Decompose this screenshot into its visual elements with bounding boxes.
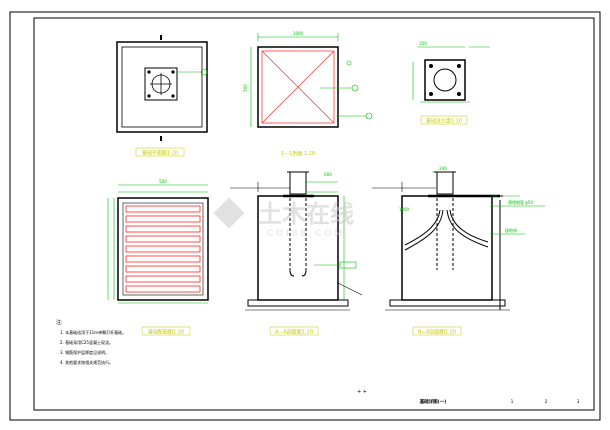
section-bb-note2: 接地线 — [505, 227, 517, 233]
plan-view: 基础平面图1:20 — [116, 35, 208, 157]
title-block-cell-1: 1 — [511, 399, 514, 404]
section-11-width-dim: 1000 — [293, 31, 304, 36]
anchor-plate-caption: 基础法兰盘1:10 — [426, 118, 462, 125]
section-bb-caption-box — [412, 326, 462, 336]
watermark: 土木在线 COI88.COM — [213, 197, 354, 239]
note-item-4: 4. 其他要求按相关规范执行。 — [60, 359, 113, 365]
section-bb-view: 240 预埋钢管 φ50 接地线 1000 B—B剖面图1:20 — [372, 166, 545, 336]
title-block: 基础详图(一) 1 2 3 — [34, 398, 594, 411]
note-item-3: 3. 钢筋保护层厚度见说明。 — [60, 349, 109, 355]
anchor-plate-width-dim: 350 — [419, 41, 427, 46]
center-mark: + + — [357, 389, 367, 395]
rebar-plan-caption: 基础配筋图1:20 — [148, 329, 184, 336]
watermark-line2: COI88.COM — [267, 229, 345, 239]
section-bb-caption: B—B剖面图1:20 — [418, 329, 456, 336]
section-11-caption: 1—1剖面 1:20 — [281, 150, 315, 157]
outer-frame — [9, 11, 601, 421]
note-item-2: 2. 基础采用C25混凝土现浇。 — [60, 339, 113, 345]
section-aa-view: 600 A—A剖面图1:20 — [230, 171, 363, 336]
rebar-bars — [125, 205, 201, 293]
section-aa-width-dim: 600 — [324, 172, 332, 177]
section-11-height-dim: 500 — [243, 84, 248, 92]
section-bb-width-dim: 1000 — [399, 207, 410, 212]
notes-block: 注: 1. 本基础适用于11m单臂灯杆基础。 2. 基础采用C25混凝土现浇。 … — [56, 319, 126, 365]
rebar-plan-width-dim: 500 — [159, 179, 167, 184]
section-11-view: 1000 500 1—1剖面 1:20 — [243, 31, 373, 157]
section-aa-caption-box — [269, 326, 319, 336]
anchor-plate-caption-box — [420, 115, 468, 125]
plan-view-caption-box — [135, 147, 185, 157]
notes-heading: 注: — [56, 319, 63, 326]
title-block-cell-2: 2 — [545, 399, 548, 404]
rebar-plan-caption-box — [141, 326, 191, 336]
section-bb-extra-dim: 240 — [439, 166, 447, 171]
note-item-1: 1. 本基础适用于11m单臂灯杆基础。 — [60, 329, 126, 335]
rebar-plan-view: 500 基础配筋图1:20 — [107, 179, 209, 336]
watermark-line1: 土木在线 — [258, 200, 354, 228]
anchor-plate-view: 350 基础法兰盘1:10 — [412, 41, 490, 125]
plan-view-caption: 基础平面图1:20 — [142, 150, 178, 157]
section-bb-note1: 预埋钢管 φ50 — [508, 199, 533, 205]
title-block-drawing-title: 基础详图(一) — [420, 398, 447, 405]
section-aa-caption: A—A剖面图1:20 — [275, 329, 313, 336]
title-block-cell-3: 3 — [577, 399, 580, 404]
